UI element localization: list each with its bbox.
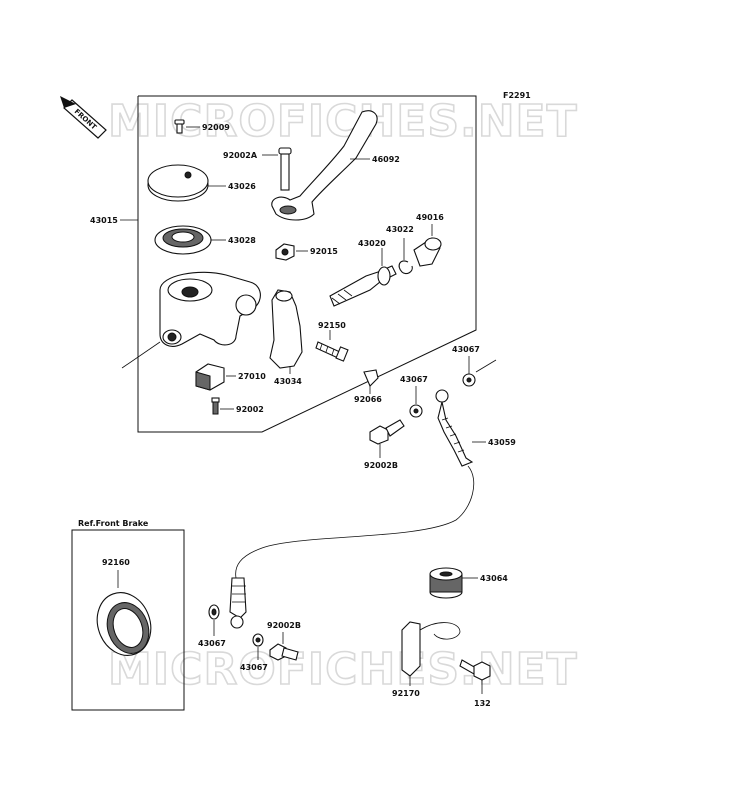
part-label-43067-b: 43067 <box>400 375 428 384</box>
piston-43020 <box>329 265 397 307</box>
screw-92002 <box>211 397 220 415</box>
front-arrow-icon: FRONT <box>60 96 107 139</box>
part-label-27010: 27010 <box>238 372 266 381</box>
pivot-bolt-92002A <box>278 147 292 191</box>
part-label-92150: 92150 <box>318 321 346 330</box>
banjo-bolt-92002B <box>369 419 405 445</box>
part-label-92002B-lower: 92002B <box>267 621 301 630</box>
part-label-43064: 43064 <box>480 574 508 583</box>
holder-43034 <box>269 289 303 369</box>
part-label-49016: 49016 <box>416 213 444 222</box>
watermark-bottom: MICROFICHES.NET <box>108 644 578 695</box>
switch-27010 <box>195 363 225 391</box>
part-label-43015: 43015 <box>90 216 118 225</box>
part-label-43059: 43059 <box>488 438 516 447</box>
watermark-top: MICROFICHES.NET <box>108 96 578 147</box>
ref-front-brake-label: Ref.Front Brake <box>78 519 149 528</box>
part-label-43067-a: 43067 <box>452 345 480 354</box>
part-label-43028: 43028 <box>228 236 256 245</box>
ref-front-brake-box <box>71 529 185 711</box>
part-label-46092: 46092 <box>372 155 400 164</box>
part-label-43020: 43020 <box>358 239 386 248</box>
washer-43067-c <box>208 604 220 620</box>
boot-49016 <box>413 237 442 267</box>
part-label-92170: 92170 <box>392 689 420 698</box>
washer-43067-b <box>409 404 423 418</box>
circlip-43022 <box>398 260 413 275</box>
seal-92160 <box>96 592 152 656</box>
master-cylinder-body <box>159 271 261 347</box>
part-label-43067-c: 43067 <box>198 639 226 648</box>
part-label-92160: 92160 <box>102 558 130 567</box>
cap-43026 <box>147 164 209 202</box>
part-label-43022: 43022 <box>386 225 414 234</box>
screw-92009 <box>174 119 185 134</box>
lever-46092 <box>271 110 378 221</box>
figure-code: F2291 <box>503 91 531 100</box>
clamp-92170 <box>401 621 461 677</box>
diaphragm-43028 <box>154 225 212 255</box>
part-label-43067-d: 43067 <box>240 663 268 672</box>
part-label-43026: 43026 <box>228 182 256 191</box>
part-label-92002: 92002 <box>236 405 264 414</box>
part-label-43034: 43034 <box>274 377 302 386</box>
pin-92066 <box>363 369 379 387</box>
banjo-bolt-92002B-lower <box>269 643 299 661</box>
nut-92015 <box>275 243 295 261</box>
part-label-132: 132 <box>474 699 491 708</box>
part-label-92002B: 92002B <box>364 461 398 470</box>
bolt-92150 <box>315 341 349 362</box>
part-label-92015: 92015 <box>310 247 338 256</box>
part-label-92066: 92066 <box>354 395 382 404</box>
bolt-132 <box>459 659 491 681</box>
grommet-43064 <box>429 567 463 599</box>
washer-43067-a <box>462 373 476 387</box>
brake-hose-43059 <box>229 389 475 629</box>
part-label-92009: 92009 <box>202 123 230 132</box>
washer-43067-d <box>252 633 264 647</box>
part-label-92002A: 92002A <box>223 151 258 160</box>
